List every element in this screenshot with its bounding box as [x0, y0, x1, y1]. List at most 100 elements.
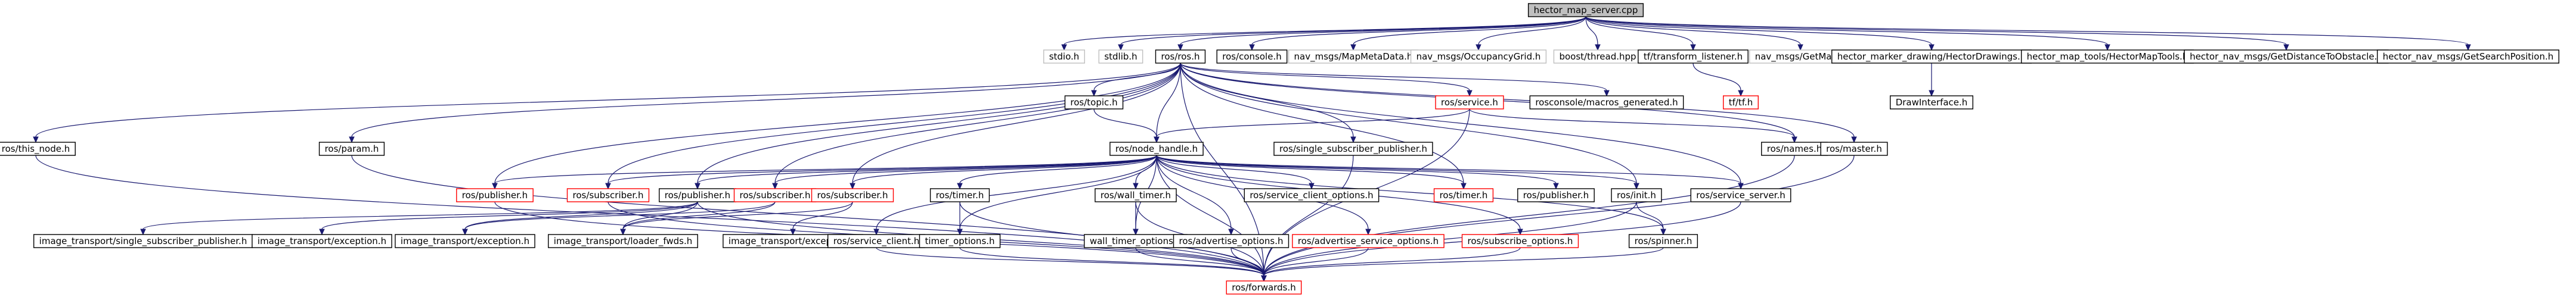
edge-arrowhead [957, 229, 963, 236]
node-image-transport-exception-h[interactable]: image_transport/exception.h [395, 234, 535, 248]
node-label: boost/thread.hpp [1559, 51, 1636, 62]
edge-root-to-stdlib [1118, 16, 1586, 51]
node-ros-subscriber-h[interactable]: ros/subscriber.h [811, 188, 894, 202]
node-ros-console-h[interactable]: ros/console.h [1216, 49, 1288, 64]
node-box [1628, 234, 1698, 248]
edge-advsvcopts-to-forwards [1261, 247, 1369, 282]
node-wall-timer-options-h[interactable]: wall_timer_options.h [1084, 234, 1188, 248]
edge-arrowhead [790, 229, 796, 236]
edge-line [792, 201, 853, 230]
edge-timeropts-to-forwards [959, 247, 1267, 282]
edge-arrowhead [1309, 183, 1315, 190]
node-rosconsole-macros-generated-h[interactable]: rosconsole/macros_generated.h [1529, 95, 1684, 110]
edge-root-to-getmap [1585, 16, 1803, 51]
node-hector-marker-drawing-hectordrawings-h[interactable]: hector_marker_drawing/HectorDrawings.h [1831, 49, 2032, 64]
edge-layer [33, 16, 2471, 282]
edge-line [1156, 155, 1637, 184]
node-ros-ros-h[interactable]: ros/ros.h [1155, 49, 1206, 64]
node-ros-names-h[interactable]: ros/names.h [1761, 142, 1828, 156]
edge-arrowhead [605, 183, 611, 190]
node-label: timer_options.h [925, 236, 994, 247]
node-hector-map-tools-hectormaptools-h[interactable]: hector_map_tools/HectorMapTools.h [2020, 49, 2194, 64]
node-box [1173, 234, 1289, 248]
node-image-transport-loader-fwds-h[interactable]: image_transport/loader_fwds.h [548, 234, 698, 248]
node-label: ros/subscriber.h [740, 190, 811, 201]
edge-arrowhead [1791, 136, 1797, 143]
node-ros-service-client-options-h[interactable]: ros/service_client_options.h [1244, 188, 1380, 202]
node-ros-service-h[interactable]: ros/service.h [1435, 95, 1504, 110]
edge-arrowhead [1929, 90, 1935, 97]
node-ros-subscriber-h[interactable]: ros/subscriber.h [733, 188, 817, 202]
node-drawinterface-h[interactable]: DrawInterface.h [1889, 95, 1974, 110]
node-ros-publisher-h[interactable]: ros/publisher.h [1517, 188, 1595, 202]
edge-arrowhead [1851, 136, 1857, 143]
edge-arrowhead [1091, 90, 1097, 97]
edge-service-to-nodehandle [1154, 108, 1470, 143]
node-ros-advertise-options-h[interactable]: ros/advertise_options.h [1173, 234, 1289, 248]
node-image-transport-single-subscriber-publisher-h[interactable]: image_transport/single_subscriber_publis… [33, 234, 253, 248]
edge-line [1156, 155, 1264, 276]
node-stdlib-h: stdlib.h [1098, 49, 1143, 64]
edge-arrowhead [1467, 90, 1473, 97]
edge-root-to-console [1249, 16, 1586, 51]
node-hector-nav-msgs-getdistancetoobstacle-h[interactable]: hector_nav_msgs/GetDistanceToObstacle.h [2184, 49, 2389, 64]
node-label: ros/publisher.h [665, 190, 730, 201]
node-box [1273, 142, 1433, 156]
node-ros-wall-timer-h[interactable]: ros/wall_timer.h [1095, 188, 1177, 202]
edge-markerdraw-to-drawiface [1929, 63, 1935, 97]
node-ros-subscriber-h[interactable]: ros/subscriber.h [566, 188, 650, 202]
edge-line [1156, 155, 1232, 230]
node-stdio-h: stdio.h [1043, 49, 1085, 64]
node-ros-spinner-h[interactable]: ros/spinner.h [1628, 234, 1698, 248]
edge-tflistener-to-tfh [1692, 62, 1744, 97]
node-label: DrawInterface.h [1896, 97, 1968, 108]
edge-line [1156, 108, 1470, 138]
node-label: ros/advertise_options.h [1179, 236, 1284, 247]
node-label: ros/service_client.h [833, 236, 920, 247]
node-ros-master-h[interactable]: ros/master.h [1820, 142, 1888, 156]
node-ros-publisher-h[interactable]: ros/publisher.h [456, 188, 534, 202]
node-ros-single-subscriber-publisher-h[interactable]: ros/single_subscriber_publisher.h [1273, 142, 1433, 156]
node-hector-map-server-cpp-root[interactable]: hector_map_server.cpp [1527, 3, 1644, 17]
edge-arrowhead [1228, 229, 1234, 236]
edge-rosros-to-forwards [1180, 62, 1267, 282]
node-ros-service-client-h[interactable]: ros/service_client.h [827, 234, 925, 248]
edge-arrowhead [620, 229, 626, 236]
edge-line [464, 201, 776, 230]
node-ros-timer-h[interactable]: ros/timer.h [929, 188, 990, 202]
node-label: ros/param.h [325, 143, 379, 154]
node-label: image_transport/exception.h [401, 236, 529, 247]
edge-line [1585, 16, 2287, 45]
node-ros-publisher-h[interactable]: ros/publisher.h [659, 188, 736, 202]
node-box [252, 234, 392, 248]
edge-sub_r2-to-it_exc2 [462, 201, 776, 236]
node-tf-tf-h[interactable]: tf/tf.h [1723, 95, 1759, 110]
node-hector-nav-msgs-getsearchposition-h[interactable]: hector_nav_msgs/GetSearchPosition.h [2377, 49, 2559, 64]
node-ros-advertise-service-options-h[interactable]: ros/advertise_service_options.h [1292, 234, 1444, 248]
node-timer-options-h[interactable]: timer_options.h [919, 234, 1001, 248]
node-ros-this-node-h[interactable]: ros/this_node.h [0, 142, 76, 156]
node-ros-forwards-h[interactable]: ros/forwards.h [1226, 280, 1302, 295]
node-label: hector_map_server.cpp [1534, 5, 1638, 16]
node-ros-service-server-h[interactable]: ros/service_server.h [1690, 188, 1791, 202]
edge-pub_b-to-it_ssp [140, 201, 698, 236]
node-ros-timer-h[interactable]: ros/timer.h [1433, 188, 1494, 202]
node-ros-init-h[interactable]: ros/init.h [1611, 188, 1662, 202]
node-box [318, 142, 385, 156]
node-ros-param-h[interactable]: ros/param.h [318, 142, 385, 156]
edge-nodehandle-to-pub_r [492, 155, 1157, 190]
edge-rosros-to-sub_r2 [772, 62, 1181, 190]
node-label: ros/subscriber.h [573, 190, 644, 201]
node-image-transport-exception-h[interactable]: image_transport/exception.h [252, 234, 392, 248]
node-label: ros/subscriber.h [817, 190, 888, 201]
node-ros-node-handle-h[interactable]: ros/node_handle.h [1109, 142, 1204, 156]
edge-line [1585, 16, 2108, 45]
node-label: hector_nav_msgs/GetDistanceToObstacle.h [2190, 51, 2383, 62]
node-tf-transform-listener-h[interactable]: tf/transform_listener.h [1638, 49, 1749, 64]
edge-nodehandle-to-sub_r3 [850, 155, 1157, 190]
node-ros-topic-h[interactable]: ros/topic.h [1064, 95, 1124, 110]
node-ros-subscribe-options-h[interactable]: ros/subscribe_options.h [1461, 234, 1579, 248]
edge-line [1585, 16, 1932, 45]
edge-root-to-occgrid [1475, 16, 1586, 51]
edge-line [774, 155, 1157, 184]
